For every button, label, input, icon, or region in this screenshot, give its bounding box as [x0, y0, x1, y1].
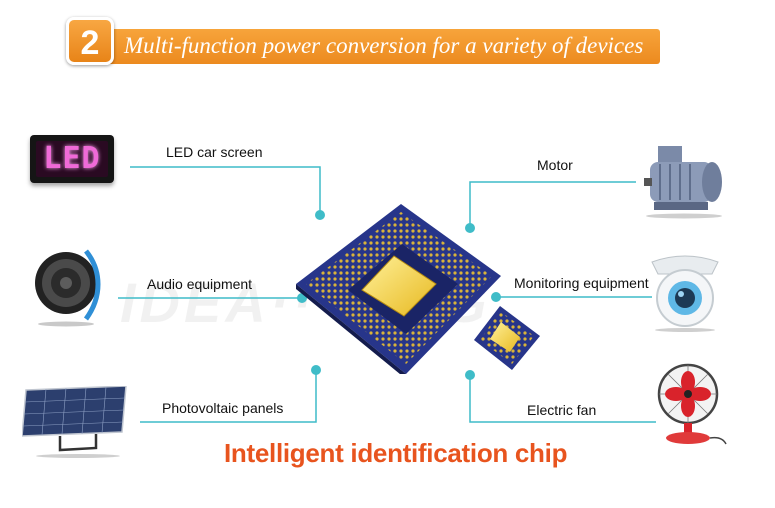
- connector-dot: [465, 370, 475, 380]
- label-photovoltaic-panels: Photovoltaic panels: [162, 400, 284, 416]
- chip-caption: Intelligent identification chip: [224, 438, 568, 468]
- label-electric-fan: Electric fan: [527, 402, 597, 418]
- label-motor: Motor: [537, 157, 573, 173]
- connector-dot: [315, 210, 325, 220]
- electric-fan-icon: [657, 363, 727, 445]
- banner-bar: [94, 29, 660, 64]
- connector-solar: [140, 370, 317, 423]
- label-led-car-screen: LED car screen: [166, 144, 263, 160]
- section-number-badge: 2: [66, 17, 114, 65]
- label-audio-equipment: Audio equipment: [147, 276, 253, 292]
- speaker-icon: [35, 249, 101, 327]
- connector-led: [130, 166, 321, 215]
- led-sign-text: LED: [36, 141, 108, 177]
- motor-icon: [644, 146, 722, 219]
- solar-panel-icon: [22, 386, 127, 458]
- small-chip-icon: [474, 306, 540, 370]
- connector-motor: [469, 181, 636, 228]
- banner-title: Multi-function power conversion for a va…: [124, 33, 644, 58]
- security-camera-icon: [651, 255, 719, 332]
- connector-dot: [311, 365, 321, 375]
- connector-dot: [491, 292, 501, 302]
- label-monitoring-equipment: Monitoring equipment: [514, 275, 649, 291]
- cpu-chip-icon: [296, 204, 501, 374]
- section-banner: 2 Multi-function power conversion for a …: [66, 17, 662, 69]
- connector-dot: [465, 223, 475, 233]
- connector-fan: [469, 375, 656, 423]
- led-screen-icon: LED: [30, 135, 114, 183]
